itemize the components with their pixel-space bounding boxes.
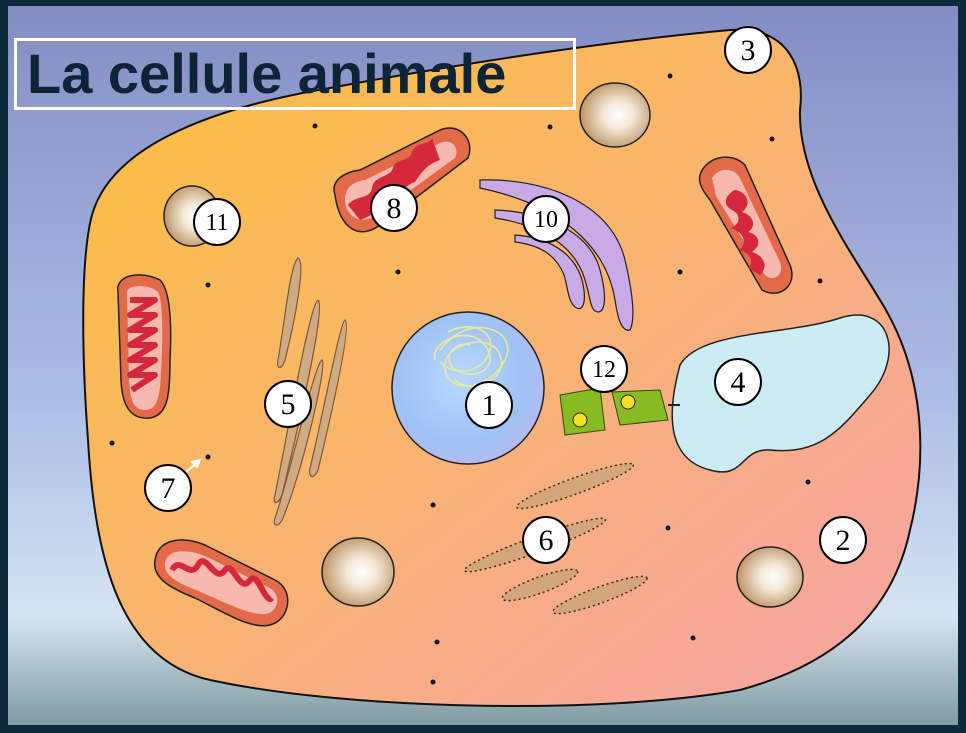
label-cytoplasm: 2	[819, 516, 867, 564]
label-golgi: 10	[522, 195, 570, 243]
svg-text:7: 7	[161, 472, 176, 505]
svg-text:5: 5	[281, 388, 296, 421]
chromatin	[433, 326, 509, 387]
ribosomes	[109, 73, 823, 685]
label-nucleus: 1	[465, 381, 513, 429]
mitochondrion-bottom	[154, 539, 289, 627]
mitochondrion-left	[117, 274, 172, 419]
centrioles	[559, 387, 680, 436]
svg-text:2: 2	[836, 524, 851, 557]
svg-text:3: 3	[741, 34, 756, 67]
svg-text:12: 12	[592, 357, 616, 383]
label-filaments: 5	[264, 380, 312, 428]
page-title: La cellule animale	[27, 42, 507, 105]
lysosome	[736, 546, 804, 608]
svg-text:10: 10	[534, 207, 558, 233]
title-box: La cellule animale	[14, 38, 576, 110]
label-centrioles: 12	[580, 345, 628, 393]
svg-text:6: 6	[539, 524, 554, 557]
mitochondrion-top	[333, 127, 471, 233]
lysosome	[579, 82, 651, 148]
nucleus	[391, 311, 545, 465]
label-lysosome: 11	[193, 198, 241, 246]
mitochondrion-right	[698, 156, 793, 294]
label-rough-er: 6	[522, 516, 570, 564]
label-ribosome: 7	[144, 464, 192, 512]
ribosome-arrow	[185, 458, 202, 473]
svg-text:8: 8	[387, 192, 402, 225]
lysosome	[321, 537, 395, 607]
svg-text:1: 1	[482, 389, 497, 422]
svg-text:4: 4	[731, 366, 746, 399]
label-membrane: 3	[724, 26, 772, 74]
vacuole	[671, 314, 890, 473]
lysosome-group	[163, 82, 804, 608]
svg-text:11: 11	[205, 210, 228, 236]
label-mitochondrion: 8	[370, 184, 418, 232]
label-vacuole: 4	[714, 358, 762, 406]
